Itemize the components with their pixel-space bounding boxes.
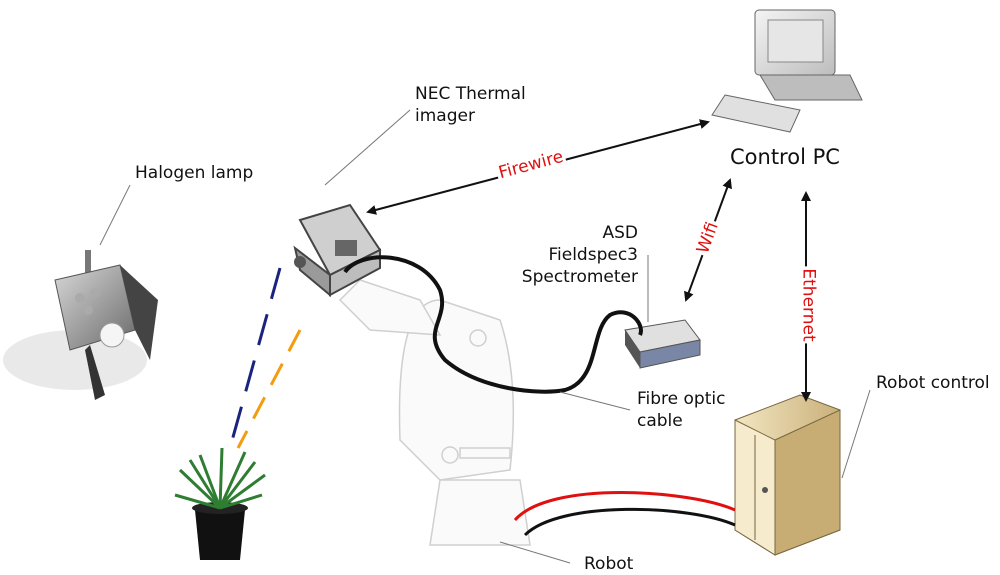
robot-control-label: Robot control bbox=[876, 373, 990, 393]
ethernet-label: Ethernet bbox=[798, 266, 819, 344]
robot-control-leader-line bbox=[841, 389, 871, 479]
spectrometer bbox=[624, 319, 701, 369]
thermal-imager-label: NEC Thermal imager bbox=[415, 84, 526, 126]
thermal-imager bbox=[293, 203, 382, 298]
cable-red bbox=[513, 491, 736, 522]
plant bbox=[174, 447, 266, 560]
robot-leader-line bbox=[499, 541, 571, 564]
halogen-leader-line bbox=[99, 184, 131, 246]
halogen-lamp bbox=[3, 250, 158, 400]
fibre-optic-label: Fibre optic cable bbox=[637, 389, 726, 431]
imager-leader-line bbox=[324, 109, 411, 186]
light-beams bbox=[228, 267, 302, 449]
spectrometer-label: ASD Fieldspec3 Spectrometer bbox=[521, 223, 638, 287]
cable-black bbox=[523, 507, 736, 537]
control-pc-label: Control PC bbox=[730, 145, 840, 169]
robot-label: Robot bbox=[584, 554, 634, 574]
control-pc bbox=[711, 9, 863, 133]
halogen-lamp-label: Halogen lamp bbox=[135, 163, 254, 183]
fibre-leader-line bbox=[559, 391, 631, 411]
robot-control-cabinet bbox=[734, 394, 841, 556]
robot-arm bbox=[338, 279, 531, 546]
fibre-optic-cable bbox=[343, 255, 643, 394]
